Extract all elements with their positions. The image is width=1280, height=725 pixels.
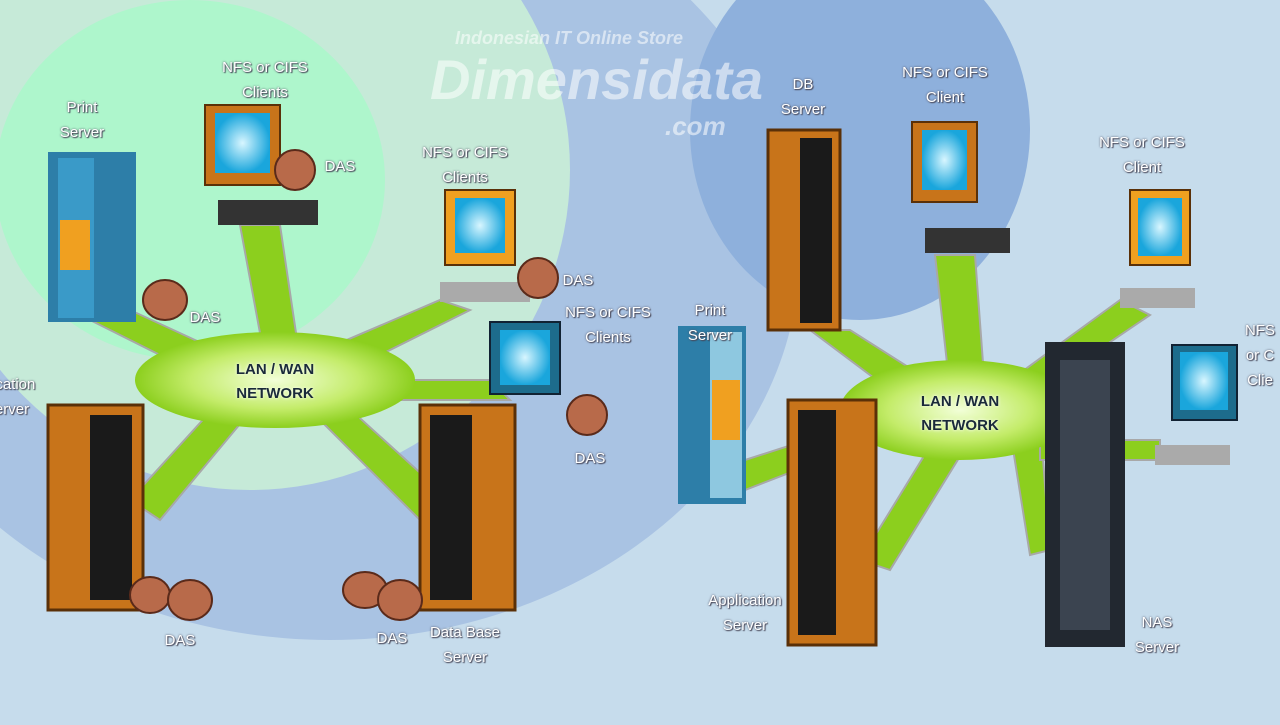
application-server-left bbox=[46, 403, 145, 612]
nas-server bbox=[1045, 342, 1125, 647]
right-client-far-label: NFS or C Clie bbox=[1245, 322, 1275, 389]
watermark-brand: Dimensidata bbox=[430, 48, 763, 111]
left-db-das-label: DAS bbox=[376, 630, 408, 647]
monitor-right-far bbox=[1155, 344, 1238, 465]
monitor-left-mid bbox=[440, 189, 530, 302]
monitor-left-top bbox=[204, 104, 318, 225]
print-server-right bbox=[678, 326, 746, 504]
left-client-right-das-label: DAS bbox=[574, 450, 606, 467]
left-client-right-label: NFS or CIFS Clients bbox=[565, 304, 651, 346]
left-client-top-das-label: DAS bbox=[324, 158, 356, 175]
right-network-hub bbox=[840, 360, 1080, 460]
monitor-left-right bbox=[489, 321, 561, 395]
right-client-right-label: NFS or CIFS Client bbox=[1099, 134, 1185, 176]
watermark-tagline: Indonesian IT Online Store bbox=[455, 28, 684, 48]
left-db-server-label: Data Base Server bbox=[429, 624, 501, 666]
right-nas-server-label: NAS Server bbox=[1134, 614, 1180, 656]
right-app-server-label: Application Server bbox=[708, 592, 782, 634]
watermark-suffix: .com bbox=[665, 111, 726, 141]
monitor-right-top bbox=[911, 121, 1010, 253]
monitor-right-mid bbox=[1120, 189, 1195, 308]
left-print-das-label: DAS bbox=[189, 309, 221, 326]
right-print-server-label: Print Server bbox=[687, 302, 733, 344]
das-disks bbox=[129, 149, 608, 621]
left-network-label: LAN / WAN NETWORK bbox=[235, 361, 315, 402]
left-client-top-label: NFS or CIFS Clients bbox=[222, 59, 308, 101]
database-server-left bbox=[418, 403, 517, 612]
left-print-server-label: Print Server bbox=[59, 99, 105, 141]
left-app-das-label: DAS bbox=[164, 632, 196, 649]
left-network-hub bbox=[135, 332, 415, 428]
right-client-top-label: NFS or CIFS Client bbox=[902, 64, 988, 106]
right-db-server-label: DB Server bbox=[780, 76, 826, 118]
left-client-mid-label: NFS or CIFS Clients bbox=[422, 144, 508, 186]
left-app-server-label: lication erver bbox=[0, 376, 36, 418]
print-server-left bbox=[48, 152, 136, 322]
right-network-label: LAN / WAN NETWORK bbox=[920, 393, 1000, 434]
application-server-right bbox=[786, 398, 878, 647]
db-server-right bbox=[766, 128, 842, 332]
left-client-mid-das-label: DAS bbox=[562, 272, 594, 289]
